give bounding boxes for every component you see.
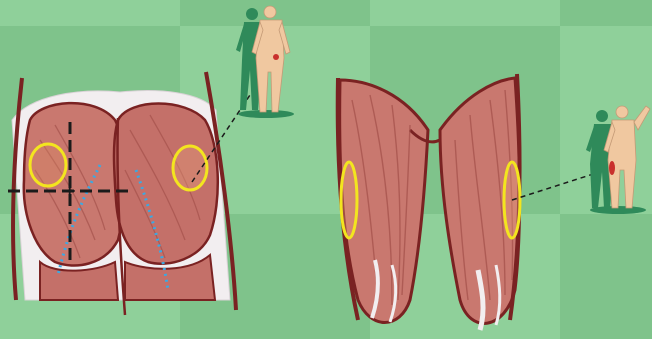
injection-site-ring-right <box>173 146 207 190</box>
injection-site-ring-upper-outer <box>30 144 66 186</box>
crosshair-center-mark: + <box>63 181 76 200</box>
injection-site-ring-left-thigh <box>341 162 357 238</box>
